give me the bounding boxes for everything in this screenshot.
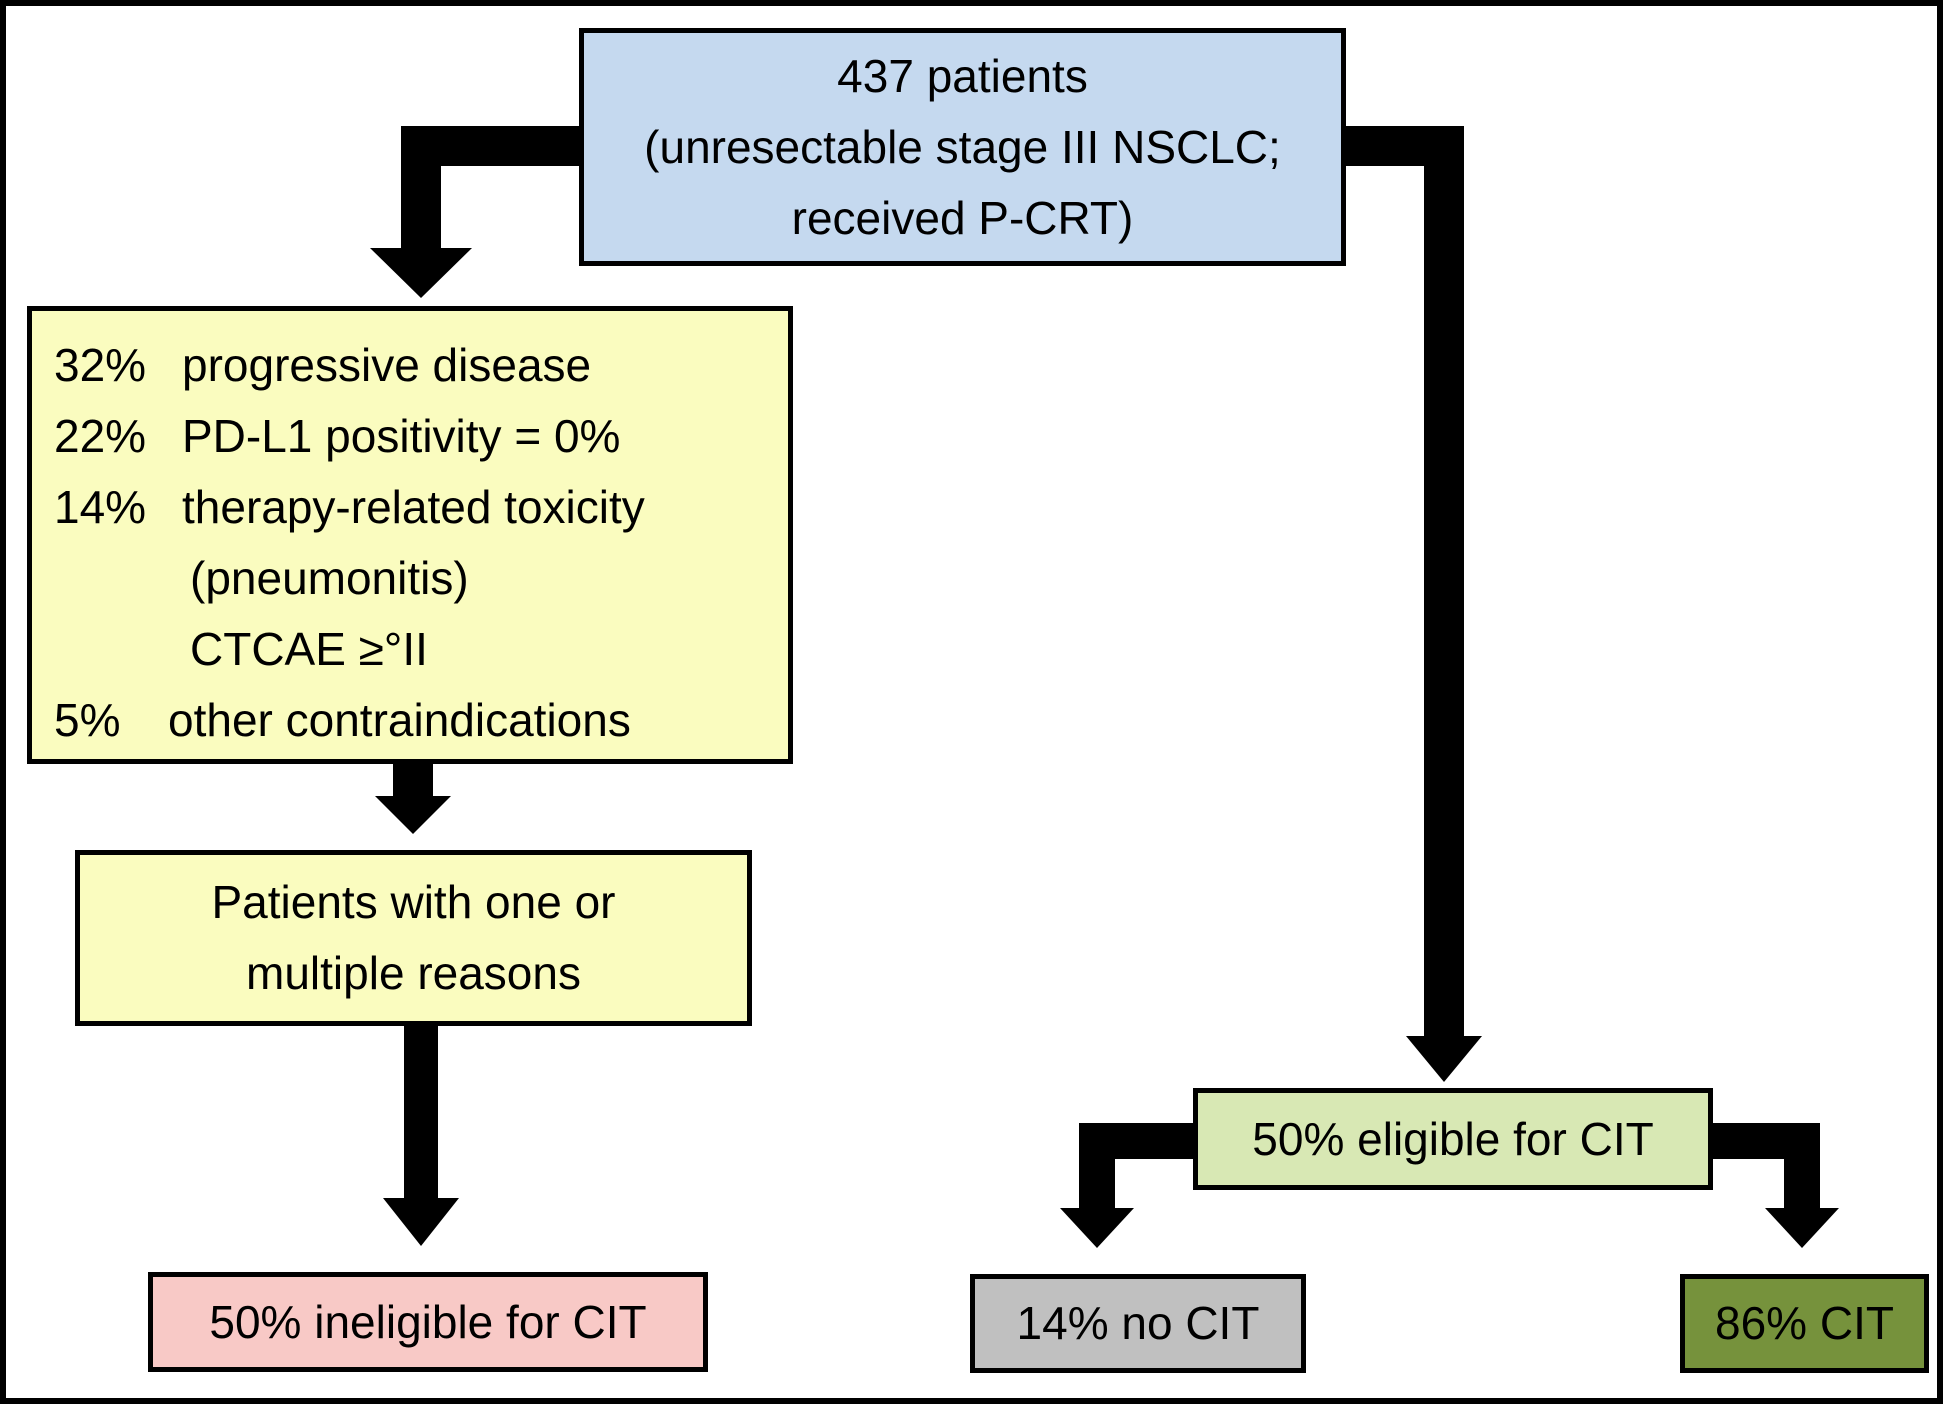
eligible-box: 50% eligible for CIT <box>1193 1088 1713 1190</box>
reason-text: progressive disease <box>182 338 592 391</box>
reason-item: 22% PD-L1 positivity = 0% <box>54 400 788 471</box>
reason-item: 14% therapy-related toxicity <box>54 471 788 542</box>
multiple-reasons-line2: multiple reasons <box>246 947 581 999</box>
reason-percent: 14% <box>54 480 147 533</box>
cit-box: 86% CIT <box>1680 1274 1929 1373</box>
total-patients-box: 437 patients (unresectable stage III NSC… <box>579 28 1346 266</box>
reason-percent: 5% <box>54 693 121 746</box>
reason-text: other contraindications <box>168 693 631 746</box>
arrowhead-eligible <box>1406 1036 1482 1082</box>
reason-text: PD-L1 positivity = 0% <box>182 409 621 462</box>
ineligibility-reasons-box: 32% progressive disease 22% PD-L1 positi… <box>27 306 793 764</box>
reason-continuation: CTCAE ≥°II <box>190 622 428 675</box>
no-cit-box: 14% no CIT <box>970 1274 1306 1373</box>
total-patients-line2: (unresectable stage III NSCLC; <box>644 120 1281 173</box>
total-patients-line1: 437 patients <box>837 49 1088 102</box>
arrow-total-to-reasons <box>401 126 579 252</box>
arrowhead-cit <box>1765 1208 1839 1248</box>
cit-label: 86% CIT <box>1715 1297 1894 1349</box>
eligible-label: 50% eligible for CIT <box>1252 1112 1654 1165</box>
multiple-reasons-line1: Patients with one or <box>211 876 616 928</box>
arrowhead-multi <box>375 796 451 834</box>
reason-percent: 22% <box>54 409 147 462</box>
reason-item: 32% progressive disease <box>54 329 788 400</box>
arrow-eligible-to-nocit <box>1079 1123 1193 1212</box>
arrowhead-ineligible <box>383 1198 459 1246</box>
reason-percent: 32% <box>54 338 147 391</box>
ineligible-box: 50% ineligible for CIT <box>148 1272 708 1372</box>
reason-continuation: (pneumonitis) <box>190 551 469 604</box>
multiple-reasons-box: Patients with one or multiple reasons <box>75 850 752 1026</box>
ineligible-label: 50% ineligible for CIT <box>209 1295 647 1348</box>
arrowhead-reasons <box>370 248 472 298</box>
arrow-eligible-to-cit <box>1713 1123 1820 1212</box>
arrowhead-nocit <box>1060 1208 1134 1248</box>
arrow-total-to-eligible <box>1346 126 1464 1040</box>
total-patients-line3: received P-CRT) <box>791 191 1134 244</box>
no-cit-label: 14% no CIT <box>1016 1297 1260 1349</box>
reason-item: 5% other contraindications <box>54 684 788 755</box>
reason-text: therapy-related toxicity <box>182 480 645 533</box>
